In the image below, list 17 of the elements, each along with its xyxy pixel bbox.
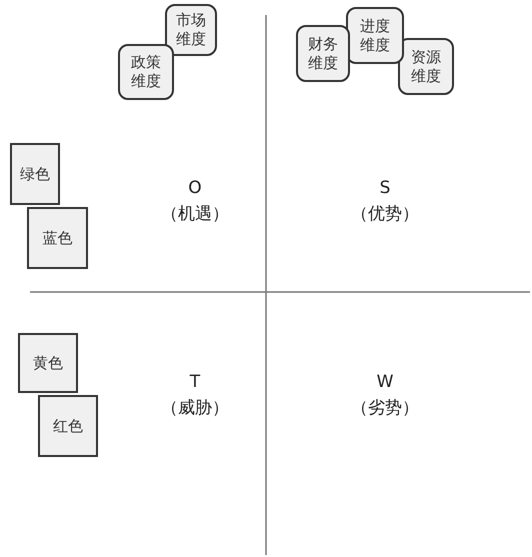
color-square: 红色 [38,395,98,457]
color-square: 绿色 [10,143,60,205]
dimension-card: 政策维度 [118,44,174,100]
dimension-card: 市场维度 [165,4,217,56]
quadrant-letter: W [376,371,394,394]
quadrant-letter: T [190,371,200,394]
quadrant-label: （威胁） [161,396,229,420]
dimension-card: 进度维度 [346,7,404,64]
dimension-card: 财务维度 [296,25,350,82]
color-square: 黄色 [18,333,78,393]
color-square: 蓝色 [27,207,88,269]
quadrant-letter: O [188,177,202,200]
dimension-card: 资源维度 [398,38,454,95]
quadrant-label: （机遇） [161,202,229,226]
quadrant-label: （优势） [351,202,419,226]
quadrant-label: （劣势） [351,396,419,420]
quadrant-letter: S [380,177,390,200]
